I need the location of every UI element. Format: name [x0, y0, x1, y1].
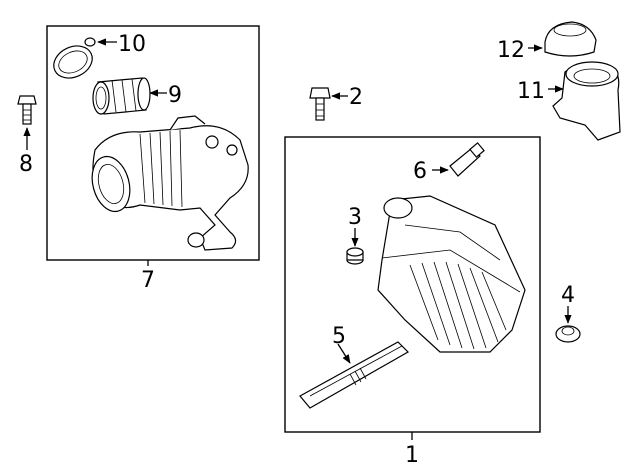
callout-3: 3 [348, 205, 362, 230]
callout-11: 11 [517, 79, 545, 104]
callout-9: 9 [168, 83, 182, 108]
part-3-grommet[interactable] [346, 247, 364, 265]
part-2-bolt[interactable] [309, 87, 331, 121]
part-10-hose-clamp[interactable] [49, 37, 98, 84]
part-4-clip[interactable] [555, 325, 581, 343]
callout-4: 4 [561, 283, 575, 308]
callout-5: 5 [332, 324, 346, 349]
part-8-bolt[interactable] [17, 95, 37, 125]
callout-10: 10 [118, 32, 146, 57]
part-7-intake-duct[interactable] [86, 115, 249, 251]
callout-1: 1 [405, 443, 419, 468]
callout-7: 7 [141, 268, 155, 293]
leader-5 [337, 343, 351, 364]
callout-8: 8 [19, 152, 33, 177]
group-box-7 [46, 25, 260, 261]
part-6-sensor[interactable] [449, 142, 485, 177]
callout-6: 6 [413, 159, 427, 184]
callout-12: 12 [497, 38, 525, 63]
callout-2: 2 [349, 85, 363, 110]
part-5-filter[interactable] [299, 341, 409, 409]
part-1-air-cleaner[interactable] [377, 195, 526, 353]
part-9-coupler[interactable] [92, 77, 151, 115]
part-12-cap[interactable] [544, 21, 597, 57]
part-11-adapter[interactable] [552, 61, 621, 141]
